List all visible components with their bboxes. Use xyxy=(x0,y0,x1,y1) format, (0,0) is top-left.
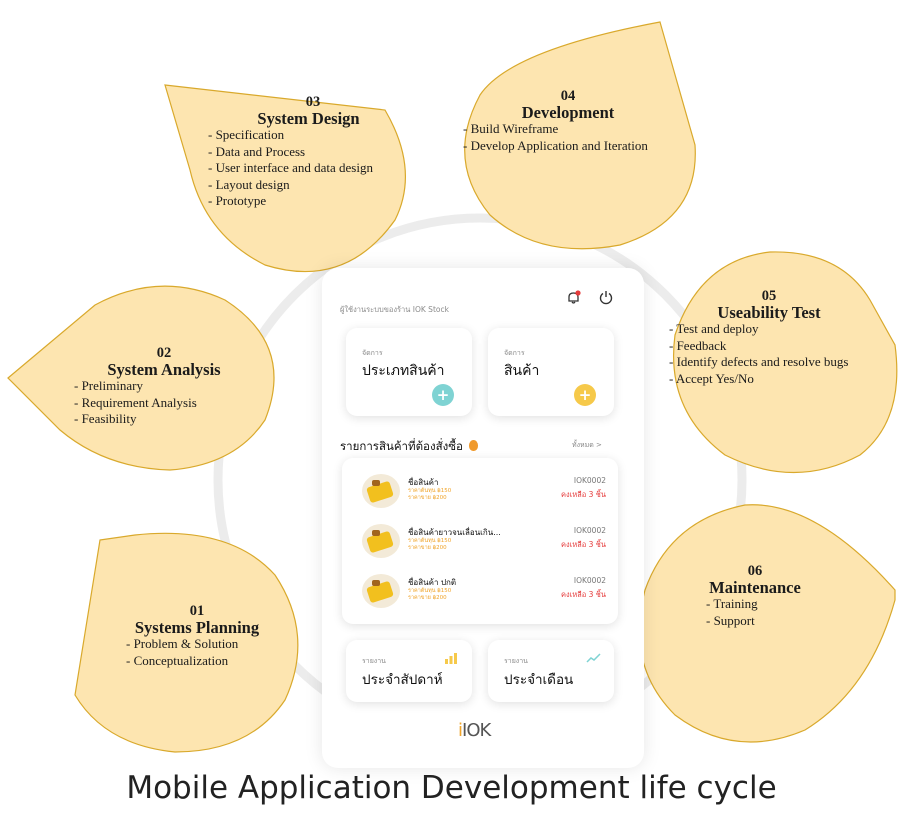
stage-06-text: 06 Maintenance - Training - Support xyxy=(680,563,840,629)
product-thumbnail xyxy=(362,474,400,508)
stage-title: Useability Test xyxy=(717,302,821,322)
item-stock-left: คงเหลือ 3 ชิ้น xyxy=(560,490,606,499)
item-stock-left: คงเหลือ 3 ชิ้น xyxy=(560,540,606,549)
stage-item: - Layout design xyxy=(208,176,290,192)
reorder-list-title: รายการสินค้าที่ต้องสั่งซื้อ xyxy=(340,438,478,456)
stage-item: - Build Wireframe xyxy=(463,121,559,136)
item-stock-left: คงเหลือ 3 ชิ้น xyxy=(560,590,606,599)
stage-04-drop xyxy=(464,21,696,250)
trend-line-icon xyxy=(586,653,601,663)
stage-number: 05 xyxy=(761,288,777,304)
cost-price: ราคาต้นทุน ฿150 xyxy=(408,588,452,594)
stage-05-text: 05 Useability Test - Test and deploy - F… xyxy=(669,288,899,387)
stage-item: - Prototype xyxy=(208,193,267,208)
stage-title: Maintenance xyxy=(709,577,801,597)
stage-number: 03 xyxy=(305,94,321,110)
see-all-link[interactable]: ทั้งหมด > xyxy=(572,441,602,449)
stage-03-text: 03 System Design - Specification - Data … xyxy=(208,94,438,210)
stage-item: - Training xyxy=(706,596,758,611)
card-caption: จัดการ xyxy=(362,349,383,357)
report-caption: รายงาน xyxy=(362,657,386,665)
phone-mockup: ผู้ใช้งานระบบของร้าน IOK Stock จัดการ ปร… xyxy=(322,268,644,768)
monthly-report-card[interactable]: รายงาน ประจำเดือน xyxy=(488,640,614,702)
stage-title: Development xyxy=(521,102,615,122)
stage-title: System Design xyxy=(257,108,360,128)
stage-item: - Test and deploy xyxy=(669,321,759,336)
manage-category-card[interactable]: จัดการ ประเภทสินค้า + xyxy=(346,328,472,416)
card-label: ประเภทสินค้า xyxy=(362,363,445,379)
stage-05-drop xyxy=(673,251,898,473)
stage-item: - Data and Process xyxy=(208,143,306,159)
item-name: ชื่อสินค้า xyxy=(408,478,439,487)
stage-item: - Develop Application and Iteration xyxy=(463,137,648,153)
stage-item: - Accept Yes/No xyxy=(669,370,754,386)
stage-03-drop xyxy=(164,84,406,273)
stage-02-text: 02 System Analysis - Preliminary - Requi… xyxy=(74,345,274,428)
sale-price: ราคาขาย ฿200 xyxy=(408,595,447,601)
stage-item: - Requirement Analysis xyxy=(74,394,197,410)
fire-icon xyxy=(468,440,478,451)
cost-price: ราคาต้นทุน ฿150 xyxy=(408,538,452,544)
bar-chart-icon xyxy=(445,653,457,664)
stage-number: 01 xyxy=(189,603,205,619)
iok-logo: iIOK xyxy=(458,720,491,741)
report-caption: รายงาน xyxy=(504,657,528,665)
stage-number: 04 xyxy=(560,88,576,104)
power-icon[interactable] xyxy=(598,289,614,305)
product-thumbnail xyxy=(362,574,400,608)
stage-item: - Problem & Solution xyxy=(126,636,239,651)
stage-item: - Feedback xyxy=(669,337,727,353)
cost-price: ราคาต้นทุน ฿150 xyxy=(408,488,452,494)
report-label: ประจำสัปดาห์ xyxy=(362,672,443,688)
sale-price: ราคาขาย ฿200 xyxy=(408,545,447,551)
add-category-button[interactable]: + xyxy=(432,384,454,406)
item-name: ชื่อสินค้า ปกติ xyxy=(408,578,457,587)
stage-number: 02 xyxy=(156,345,172,361)
manage-product-card[interactable]: จัดการ สินค้า + xyxy=(488,328,614,416)
item-code: IOK0002 xyxy=(573,526,606,535)
product-thumbnail xyxy=(362,524,400,558)
stage-title: Systems Planning xyxy=(134,617,260,637)
list-item[interactable]: ชื่อสินค้ายาวจนเลื่อนเกิน... ราคาต้นทุน … xyxy=(342,516,618,566)
report-label: ประจำเดือน xyxy=(504,672,574,688)
item-code: IOK0002 xyxy=(573,576,606,585)
user-label: ผู้ใช้งานระบบของร้าน IOK Stock xyxy=(340,305,449,314)
card-caption: จัดการ xyxy=(504,349,525,357)
stage-04-text: 04 Development - Build Wireframe - Devel… xyxy=(463,88,703,154)
logo-text: IOK xyxy=(462,720,491,741)
stage-item: - Feasibility xyxy=(74,411,137,426)
add-product-button[interactable]: + xyxy=(574,384,596,406)
stage-item: - Identify defects and resolve bugs xyxy=(669,354,849,369)
stage-item: - Preliminary xyxy=(74,378,143,393)
card-label: สินค้า xyxy=(504,363,540,379)
sale-price: ราคาขาย ฿200 xyxy=(408,495,447,501)
stage-01-drop xyxy=(74,532,299,753)
item-name: ชื่อสินค้ายาวจนเลื่อนเกิน... xyxy=(408,528,501,537)
stage-02-drop xyxy=(7,285,275,471)
diagram-caption: Mobile Application Development life cycl… xyxy=(126,770,777,806)
notification-bell-icon[interactable] xyxy=(566,290,581,305)
stage-01-text: 01 Systems Planning - Problem & Solution… xyxy=(112,603,302,669)
stage-item: - User interface and data design xyxy=(208,160,373,175)
stage-item: - Support xyxy=(706,612,755,628)
item-code: IOK0002 xyxy=(573,476,606,485)
stage-number: 06 xyxy=(747,563,763,579)
stage-item: - Specification xyxy=(208,127,285,142)
reorder-title-text: รายการสินค้าที่ต้องสั่งซื้อ xyxy=(340,439,463,453)
stage-title: System Analysis xyxy=(107,359,221,379)
stage-item: - Conceptualization xyxy=(126,652,229,668)
weekly-report-card[interactable]: รายงาน ประจำสัปดาห์ xyxy=(346,640,472,702)
